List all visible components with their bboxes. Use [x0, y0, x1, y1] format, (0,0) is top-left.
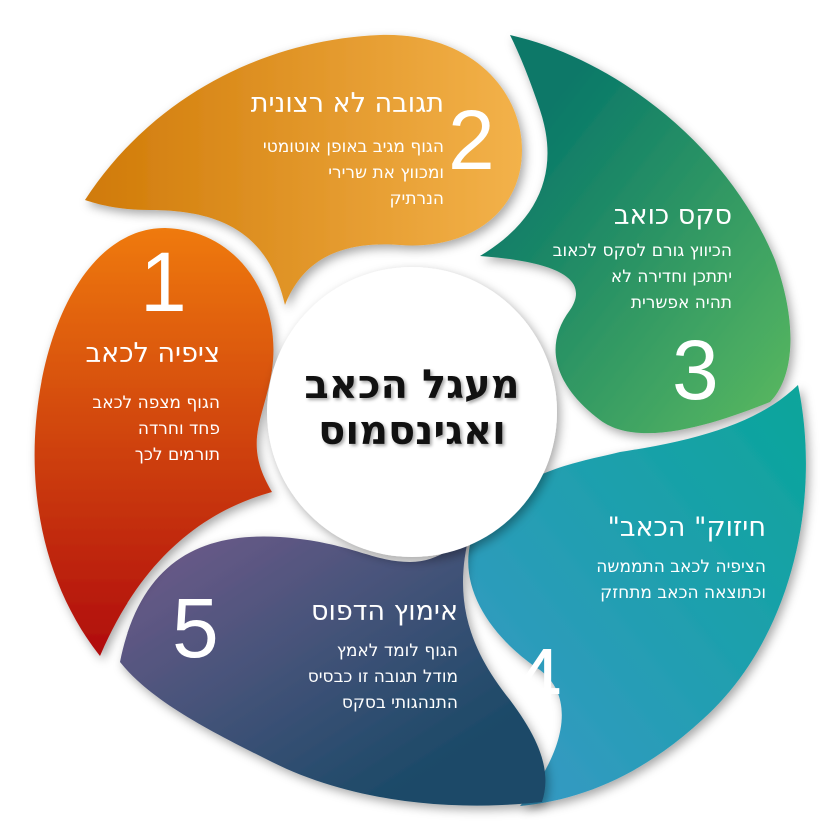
step-5-line: מודל תגובה זו כבסיס — [307, 667, 458, 687]
step-1-line: הגוף מצפה לכאב — [92, 393, 220, 413]
step-5: אימוץ הדפוס הגוף לומד לאמץ מודל תגובה זו… — [218, 596, 458, 716]
petal-2 — [85, 34, 522, 305]
step-4-line: וכתוצאה הכאב מתחזק — [600, 583, 766, 603]
step-2-title: תגובה לא רצונית — [250, 88, 444, 119]
step-3-title: סקס כואב — [613, 200, 732, 231]
step-5-title: אימוץ הדפוס — [310, 596, 458, 627]
step-4-title: חיזוק" הכאב" — [607, 512, 766, 543]
step-3-line: הכיווץ גורם לסקס לכאוב — [552, 241, 732, 261]
center-title-line1: מעגל הכאב — [304, 362, 520, 408]
step-2-line: ומכווץ את שרירי — [328, 163, 444, 183]
step-3-line: יתתכן וחדירה לא — [610, 267, 732, 287]
step-1-title: ציפיה לכאב — [85, 338, 220, 369]
step-5-line: התנהגותי בסקס — [341, 693, 458, 713]
step-2: תגובה לא רצונית הגוף מגיב באופן אוטומטי … — [184, 88, 444, 212]
petal-3 — [480, 35, 791, 434]
step-1-line: פחד וחרדה — [137, 419, 220, 439]
step-1: ציפיה לכאב הגוף מצפה לכאב פחד וחרדה תורמ… — [20, 338, 220, 468]
step-1-line: תורמים לכך — [134, 445, 220, 465]
step-3: סקס כואב הכיווץ גורם לסקס לכאוב יתתכן וח… — [472, 200, 732, 316]
step-3-line: תהיה אפשרית — [630, 293, 732, 313]
step-1-number: 1 — [140, 235, 187, 329]
step-5-line: הגוף לומד לאמץ — [336, 641, 458, 661]
petal-5 — [120, 532, 546, 806]
step-2-number: 2 — [448, 93, 495, 187]
step-4-line: הציפיה לכאב התממשה — [596, 557, 766, 577]
petal-1 — [34, 228, 274, 656]
step-5-number: 5 — [172, 581, 219, 675]
step-4-number: 4 — [515, 631, 562, 725]
step-2-line: הנרתיק — [389, 189, 444, 209]
step-2-line: הגוף מגיב באופן אוטומטי — [262, 137, 444, 157]
center-title-line2: ואגינסמוס — [318, 408, 506, 454]
center-title: מעגל הכאב ואגינסמוס — [262, 362, 562, 454]
center-circle — [267, 267, 557, 557]
step-4: חיזוק" הכאב" הציפיה לכאב התממשה וכתוצאה … — [486, 512, 766, 606]
step-3-number: 3 — [672, 323, 719, 417]
petal-4 — [468, 385, 806, 806]
